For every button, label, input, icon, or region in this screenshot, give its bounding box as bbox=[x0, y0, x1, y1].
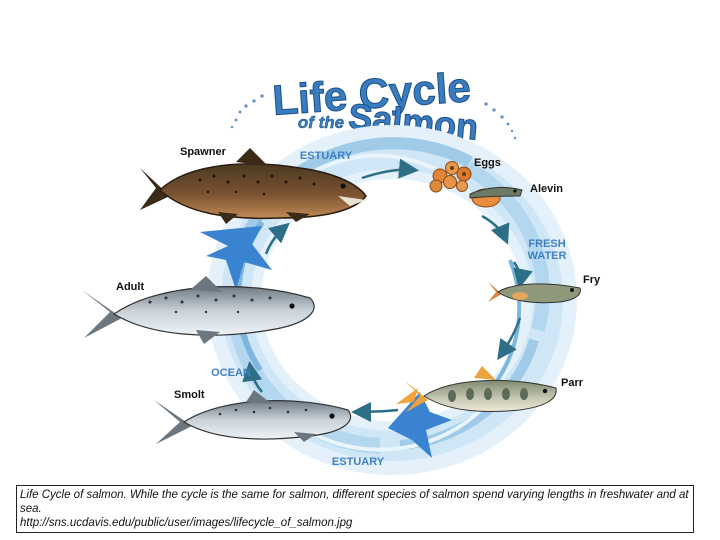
zone-estuary-top: ESTUARY bbox=[300, 150, 353, 162]
label-fry: Fry bbox=[583, 274, 601, 286]
eggs-cluster bbox=[429, 161, 472, 193]
zone-labels: ESTUARY FRESH WATER OCEAN ESTUARY bbox=[211, 150, 566, 468]
title-of-the: of the bbox=[298, 113, 344, 132]
salmon-life-cycle-diagram: Life Cycle of the Salmon ESTUARY FRESH bbox=[82, 63, 601, 475]
cycle-arrows bbox=[242, 158, 533, 422]
water-splash-estuary bbox=[388, 388, 452, 458]
caption-text: Life Cycle of salmon. While the cycle is… bbox=[20, 489, 689, 515]
arrow-freshwater-to-fry bbox=[512, 261, 533, 289]
arrow-adult-to-spawner bbox=[264, 222, 290, 255]
alevin-fish bbox=[469, 186, 523, 208]
label-eggs: Eggs bbox=[474, 157, 501, 169]
zone-fresh-water-line1: FRESH bbox=[528, 238, 565, 250]
arrow-fry-to-parr bbox=[497, 317, 522, 361]
label-alevin: Alevin bbox=[530, 183, 563, 195]
label-smolt: Smolt bbox=[174, 389, 205, 401]
caption-source: http://sns.ucdavis.edu/public/user/image… bbox=[20, 517, 353, 529]
label-adult: Adult bbox=[116, 281, 144, 293]
arrow-alevin-to-freshwater bbox=[481, 214, 510, 245]
parr-fish bbox=[404, 366, 557, 412]
caption-box: Life Cycle of salmon. While the cycle is… bbox=[16, 485, 694, 533]
arrow-smolt-to-ocean bbox=[242, 361, 263, 393]
label-spawner: Spawner bbox=[180, 146, 227, 158]
fry-fish bbox=[488, 282, 581, 304]
zone-estuary-bottom: ESTUARY bbox=[332, 456, 385, 468]
adult-fish bbox=[82, 276, 315, 344]
arrow-spawner-to-eggs bbox=[361, 158, 419, 180]
label-parr: Parr bbox=[561, 377, 584, 389]
arrow-parr-to-smolt bbox=[351, 401, 399, 422]
zone-fresh-water-line2: WATER bbox=[528, 250, 567, 262]
water-splash-ocean bbox=[200, 226, 272, 290]
title-decoration bbox=[230, 94, 517, 140]
smolt-fish bbox=[154, 390, 352, 444]
spawner-fish bbox=[140, 148, 367, 224]
zone-ocean: OCEAN bbox=[211, 367, 251, 379]
